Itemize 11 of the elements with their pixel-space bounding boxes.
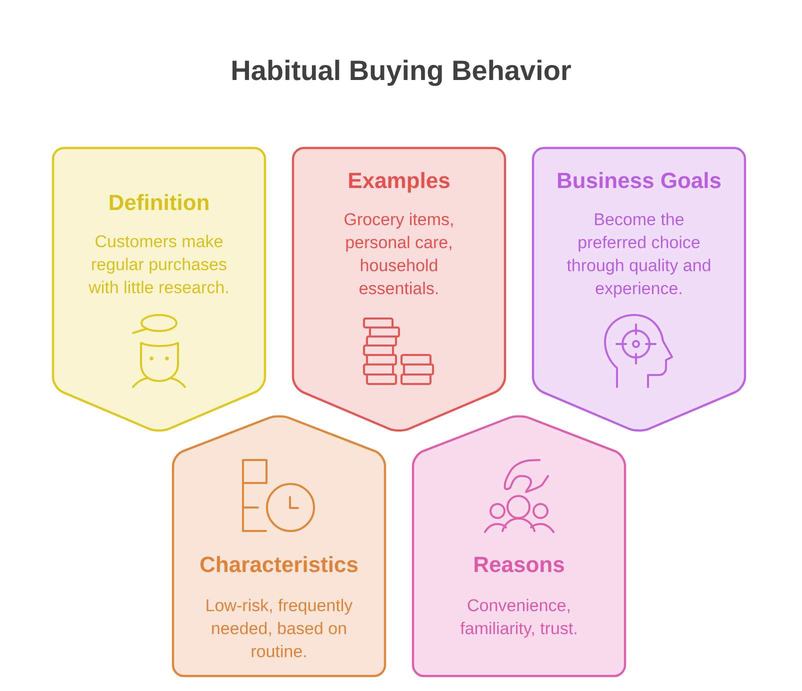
card-title: Characteristics bbox=[200, 556, 358, 572]
card-text: Convenience, familiarity, trust. bbox=[460, 598, 576, 638]
card-title: Business Goals bbox=[558, 172, 721, 188]
card-text: Become the preferred choice through quality and experience. bbox=[566, 212, 710, 298]
title: Habitual Buying Behavior bbox=[232, 60, 571, 86]
card-text: Low-risk, frequently needed, based on routine. bbox=[206, 598, 353, 658]
card-text: Grocery items, personal care, household essentials. bbox=[344, 212, 453, 294]
card-title: Definition bbox=[110, 194, 208, 210]
card-title: Reasons bbox=[474, 556, 564, 572]
card-title: Examples bbox=[349, 172, 450, 193]
card-text: Customers make regular purchases with little research. bbox=[88, 234, 228, 294]
